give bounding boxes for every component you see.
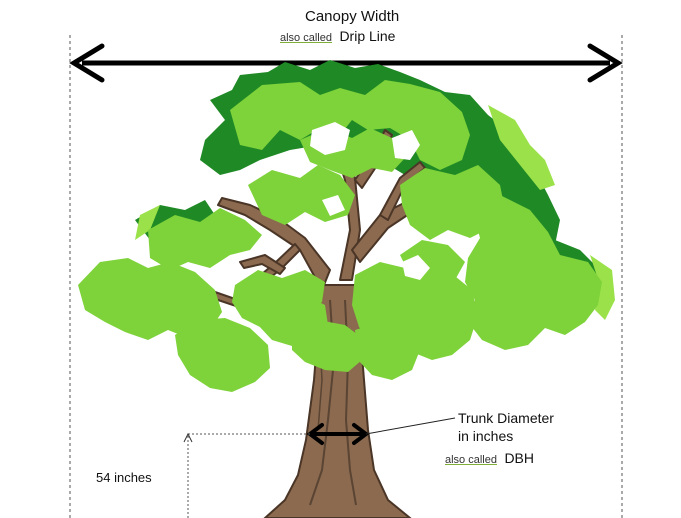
height-label: 54 inches: [96, 470, 152, 485]
trunk-also-called-prefix: also called: [445, 454, 497, 466]
dbh-term: DBH: [504, 450, 534, 466]
canopy-gaps: [310, 122, 430, 280]
canopy-width-title: Canopy Width: [305, 8, 400, 25]
trunk-diameter-line2: in inches: [458, 428, 514, 444]
canopy-also-called-prefix: also called: [280, 32, 332, 44]
canopy-foliage: [78, 80, 602, 392]
trunk-diameter-line1: Trunk Diameter: [458, 410, 554, 426]
trunk-also-called-line: also called DBH: [445, 450, 534, 468]
canopy-also-called-line: also called Drip Line: [280, 28, 395, 46]
trunk-label-leader: [365, 417, 456, 435]
height-arrow-head: [183, 432, 193, 443]
drip-line-term: Drip Line: [339, 28, 396, 44]
canopy-width-arrow: [69, 43, 623, 83]
